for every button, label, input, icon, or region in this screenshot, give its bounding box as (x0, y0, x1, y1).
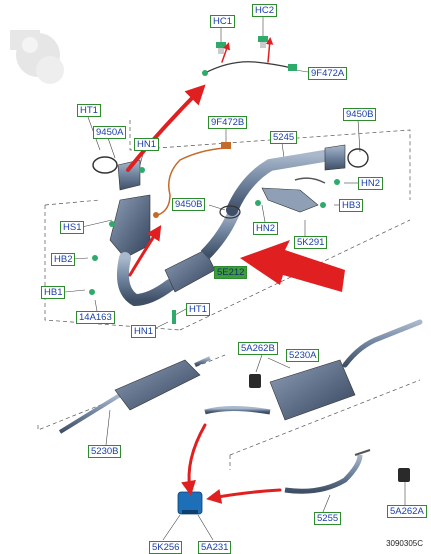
clamp-connectors (89, 167, 340, 324)
label-5230a[interactable]: 5230A (286, 349, 320, 362)
label-5a231[interactable]: 5A231 (198, 541, 232, 554)
label-5k256[interactable]: 5K256 (149, 541, 183, 554)
label-hn1-bottom[interactable]: HN1 (131, 325, 157, 338)
turbocharger-icon (10, 30, 64, 84)
label-hb2[interactable]: HB2 (51, 253, 76, 266)
center-muffler-icon (58, 356, 211, 434)
label-ht1-bottom[interactable]: HT1 (186, 303, 210, 316)
label-hs1[interactable]: HS1 (60, 221, 85, 234)
label-hc1[interactable]: HC1 (210, 15, 236, 28)
label-5a262a[interactable]: 5A262A (387, 505, 427, 518)
red-flow-arrows (126, 37, 282, 504)
clamp-5k256-icon (177, 491, 203, 515)
label-9450b-right[interactable]: 9450B (343, 108, 377, 121)
label-5255[interactable]: 5255 (314, 512, 342, 525)
label-hn2-mid[interactable]: HN2 (253, 222, 279, 235)
label-ht1-top[interactable]: HT1 (77, 104, 101, 117)
label-9f472a[interactable]: 9F472A (308, 67, 348, 80)
label-hc2[interactable]: HC2 (252, 4, 278, 17)
o2-sensor-downstream-icon (153, 142, 231, 218)
reference-code: 3090305C (386, 539, 423, 548)
front-pipe-assembly-icon (92, 144, 369, 307)
label-hn1-top[interactable]: HN1 (134, 138, 160, 151)
big-red-arrow (240, 240, 345, 292)
label-9f472b[interactable]: 9F472B (208, 116, 248, 129)
label-5245[interactable]: 5245 (270, 131, 298, 144)
rear-muffler-icon (204, 319, 423, 421)
label-14a163[interactable]: 14A163 (76, 311, 115, 324)
label-5e212[interactable]: 5E212 (214, 266, 248, 279)
tail-pipe-icon (284, 449, 410, 494)
label-hn2-right[interactable]: HN2 (358, 177, 384, 190)
label-9450a[interactable]: 9450A (93, 126, 127, 139)
dashed-outline-lower (37, 354, 421, 470)
label-hb3[interactable]: HB3 (339, 199, 364, 212)
label-9450b-mid[interactable]: 9450B (172, 198, 206, 211)
label-5k291[interactable]: 5K291 (294, 236, 328, 249)
label-5230b[interactable]: 5230B (88, 445, 122, 458)
label-5a262b[interactable]: 5A262B (238, 342, 278, 355)
label-hb1[interactable]: HB1 (41, 286, 66, 299)
o2-sensor-upstream-icon (202, 36, 297, 76)
